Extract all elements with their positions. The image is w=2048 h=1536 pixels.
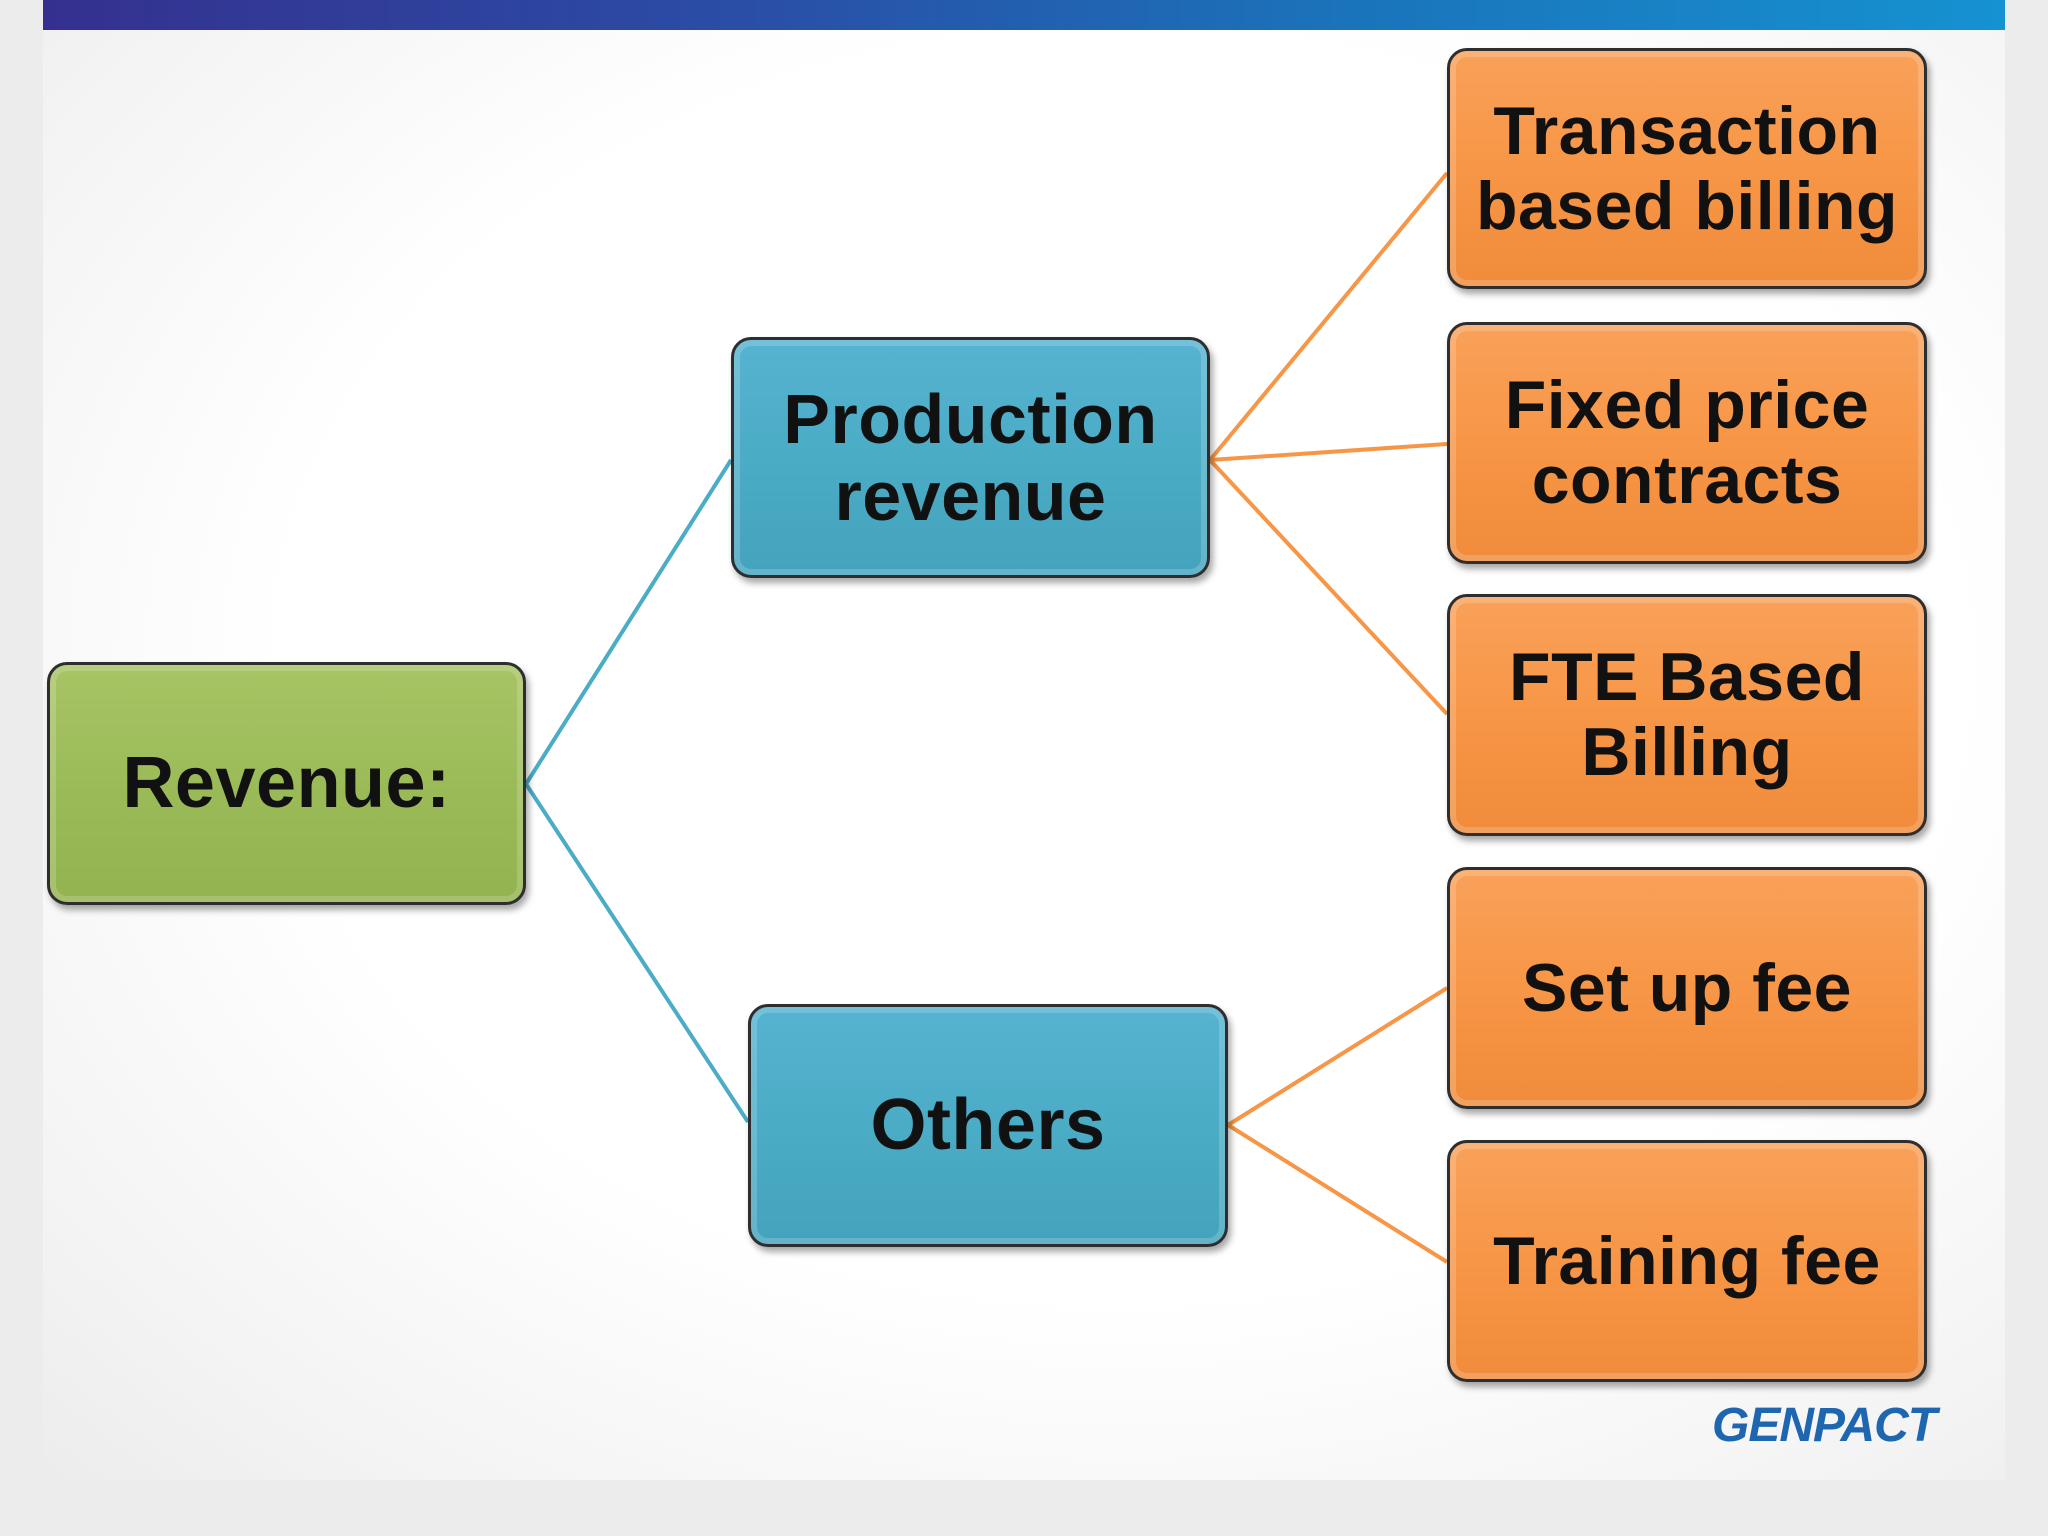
node-others-label: Others	[870, 1084, 1106, 1165]
node-training-fee: Training fee	[1447, 1140, 1927, 1382]
node-setup-fee-label: Set up fee	[1522, 949, 1852, 1026]
node-training-fee-label: Training fee	[1493, 1222, 1881, 1299]
node-revenue-label: Revenue:	[122, 742, 451, 823]
node-production-revenue: Production revenue	[731, 337, 1210, 578]
node-fte-billing-label: FTE Based Billing	[1509, 639, 1865, 790]
node-fixed-price-contracts-label: Fixed price contracts	[1504, 367, 1870, 518]
node-setup-fee: Set up fee	[1447, 867, 1927, 1109]
genpact-logo: GENPACT	[1712, 1399, 1937, 1452]
node-transaction-billing-label: Transaction based billing	[1475, 92, 1899, 244]
node-revenue: Revenue:	[47, 662, 526, 905]
node-fte-billing: FTE Based Billing	[1447, 594, 1927, 836]
top-accent-bar	[43, 0, 2005, 30]
node-fixed-price-contracts: Fixed price contracts	[1447, 322, 1927, 564]
node-others: Others	[748, 1004, 1228, 1247]
node-transaction-billing: Transaction based billing	[1447, 48, 1927, 289]
node-production-revenue-label: Production revenue	[783, 379, 1158, 535]
